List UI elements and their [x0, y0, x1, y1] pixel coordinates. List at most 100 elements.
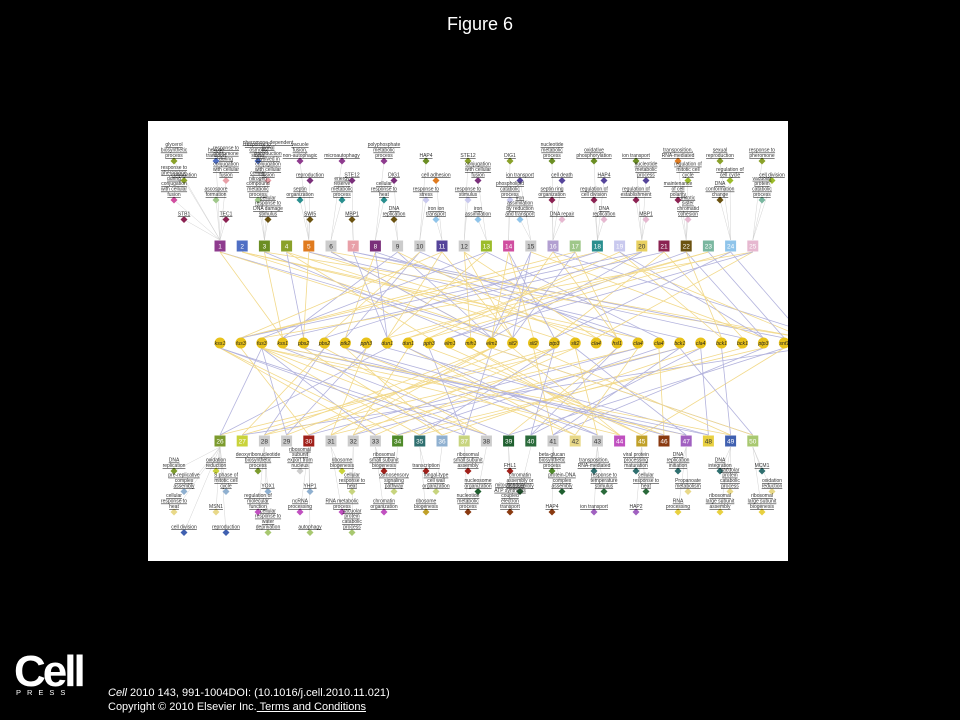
top-term-marker — [516, 177, 524, 184]
copyright-line: Copyright © 2010 Elsevier Inc. Terms and… — [108, 700, 390, 714]
term-link — [330, 199, 343, 241]
top-term-marker — [558, 216, 566, 223]
bottom-module-label: 33 — [372, 439, 380, 446]
bottom-term-marker — [548, 467, 556, 475]
term-link — [393, 180, 398, 241]
top-term-marker — [170, 196, 178, 204]
top-term-marker — [716, 196, 724, 204]
edge — [407, 347, 576, 436]
edge — [261, 347, 620, 436]
gene-node — [611, 337, 623, 349]
top-term-marker — [390, 177, 398, 184]
edge — [512, 251, 576, 339]
top-term-marker — [348, 177, 356, 184]
term-link — [635, 446, 642, 472]
top-term-marker — [548, 196, 556, 204]
top-module-label: 9 — [396, 244, 400, 251]
bottom-module-41 — [547, 435, 559, 447]
edge — [219, 347, 376, 436]
top-term-marker — [558, 177, 566, 184]
edge — [552, 251, 788, 327]
bottom-term-label: HAP4 — [545, 504, 558, 510]
top-module-label: 5 — [307, 244, 311, 251]
bottom-module-38 — [480, 435, 492, 447]
top-module-label: 15 — [527, 244, 535, 251]
edge — [512, 347, 620, 436]
gene-node — [653, 337, 665, 349]
gene-node — [465, 337, 477, 349]
top-module-label: 11 — [439, 244, 446, 251]
gene-label: bck1 — [674, 341, 685, 347]
term-link — [308, 180, 311, 241]
bottom-module-label: 49 — [727, 439, 735, 446]
gene-node — [298, 337, 310, 349]
bottom-term-marker — [180, 488, 188, 495]
term-link — [719, 199, 731, 241]
bottom-module-49 — [725, 435, 737, 447]
gene-node — [256, 337, 268, 349]
gene-label: cla4 — [591, 341, 601, 347]
bottom-term-marker — [516, 488, 524, 495]
edge — [219, 347, 487, 436]
term-link — [719, 160, 731, 241]
gene-label: cla4 — [696, 341, 706, 347]
term-link — [183, 219, 221, 241]
term-link — [375, 446, 385, 472]
bottom-module-46 — [658, 435, 670, 447]
bottom-term-marker — [474, 488, 482, 495]
bottom-term-marker — [338, 467, 346, 475]
term-link — [464, 446, 469, 513]
term-link — [593, 446, 598, 472]
edge — [619, 251, 722, 339]
bottom-term-label: YOX1 — [261, 484, 275, 490]
bottom-term-marker — [222, 488, 230, 495]
top-term-marker — [506, 157, 514, 165]
gene-label: ptp3 — [548, 341, 559, 347]
top-term-marker — [222, 177, 230, 184]
bottom-module-47 — [680, 435, 692, 447]
top-term-marker — [338, 157, 346, 165]
edge — [685, 251, 764, 339]
bottom-term-marker — [716, 508, 724, 516]
top-term-marker — [432, 177, 440, 184]
edge — [242, 350, 788, 436]
citation-ref: 2010 143, 991-1004DOI: (10.1016/j.cell.2… — [126, 687, 390, 699]
gene-node — [214, 337, 226, 349]
term-link — [686, 180, 689, 241]
edge — [264, 251, 788, 336]
edge — [700, 347, 709, 436]
top-term-label: ion transport — [622, 153, 650, 159]
term-link — [593, 199, 598, 241]
edge — [330, 251, 492, 339]
bottom-module-30 — [303, 435, 315, 447]
top-module-24 — [725, 240, 737, 252]
terms-and-conditions-link[interactable]: Terms and Conditions — [256, 701, 366, 713]
term-link — [299, 160, 309, 241]
bottom-module-label: 47 — [683, 439, 691, 446]
edge — [261, 347, 376, 436]
term-link — [219, 180, 227, 241]
bottom-module-37 — [458, 435, 470, 447]
top-term-marker — [390, 216, 398, 223]
bottom-term-marker — [758, 508, 766, 516]
gene-label: slt2 — [571, 341, 579, 347]
term-link — [264, 219, 269, 241]
edge — [282, 251, 665, 339]
edge — [219, 347, 263, 436]
gene-label: dun1 — [381, 341, 393, 347]
edge — [387, 251, 709, 339]
top-term-marker — [600, 216, 608, 223]
term-link — [375, 446, 385, 513]
gene-label: elm1 — [444, 341, 455, 347]
